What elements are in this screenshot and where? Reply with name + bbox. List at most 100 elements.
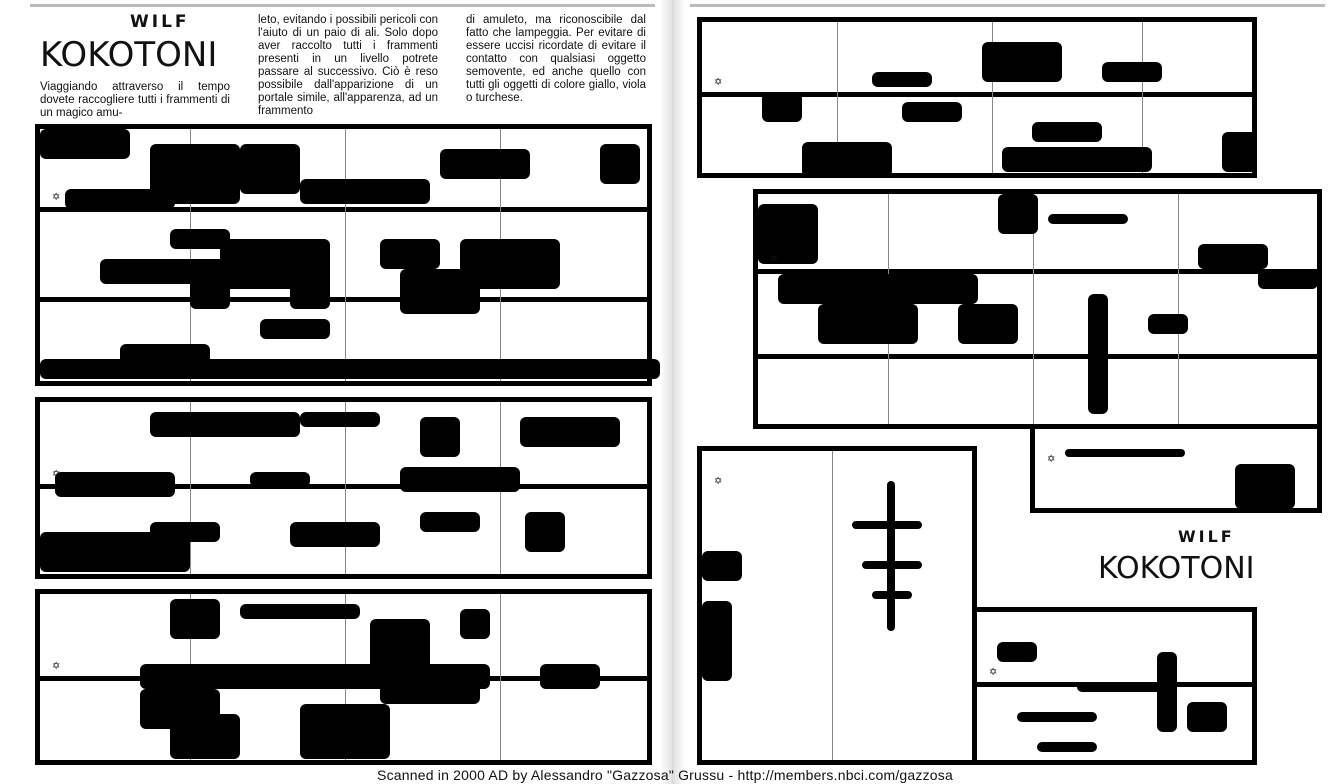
map-room-gridline	[345, 129, 346, 381]
title-wilf-left: WILF	[130, 12, 190, 32]
map-terrain-shape	[40, 359, 660, 379]
map-terrain-shape	[1102, 62, 1162, 82]
article-column-3: di amuleto, ma riconoscibile dal fatto c…	[466, 14, 646, 104]
map-terrain-shape	[872, 591, 912, 599]
map-terrain-shape	[290, 239, 330, 309]
map-terrain-shape	[818, 304, 918, 344]
map-terrain-shape	[400, 467, 520, 492]
map-room-gridline	[832, 451, 833, 760]
map-terrain-shape	[260, 319, 330, 339]
map-terrain-shape	[1148, 314, 1188, 334]
map-terrain-shape	[778, 274, 978, 304]
map-room-gridline	[1178, 194, 1179, 424]
map-floor-divider	[758, 354, 1317, 359]
map-terrain-shape	[702, 601, 732, 681]
map-floor-divider	[40, 297, 647, 302]
map-terrain-shape	[902, 102, 962, 122]
map-terrain-shape	[380, 239, 440, 269]
amulet-fragment-star-icon: ✡	[714, 476, 723, 487]
title-wilf-right: WILF	[1178, 527, 1235, 546]
map-terrain-shape	[440, 149, 530, 179]
map-room-gridline	[190, 129, 191, 381]
map-room-gridline	[992, 22, 993, 173]
map-panel-level-5: ✡	[753, 189, 1322, 429]
map-floor-divider	[758, 269, 1317, 274]
map-terrain-shape	[1002, 147, 1152, 172]
map-terrain-shape	[1088, 294, 1108, 414]
map-terrain-shape	[525, 512, 565, 552]
map-panel-level-4: ✡	[697, 17, 1257, 178]
title-kokotoni-right: KOKOTONI	[1098, 551, 1255, 586]
map-terrain-shape	[887, 481, 895, 631]
map-terrain-shape	[982, 42, 1062, 82]
map-room-gridline	[190, 402, 191, 574]
map-terrain-shape	[170, 714, 240, 759]
map-panel-level-2: ✡	[35, 397, 652, 579]
map-terrain-shape	[1235, 464, 1295, 509]
map-terrain-shape	[170, 599, 220, 639]
top-rule-right	[690, 4, 1325, 7]
map-terrain-shape	[290, 522, 380, 547]
map-terrain-shape	[758, 204, 818, 264]
map-room-gridline	[345, 402, 346, 574]
map-terrain-shape	[600, 144, 640, 184]
map-terrain-shape	[702, 551, 742, 581]
map-room-gridline	[837, 22, 838, 173]
map-terrain-shape	[998, 194, 1038, 234]
map-room-gridline	[1142, 22, 1143, 173]
top-rule-left	[30, 4, 655, 7]
amulet-fragment-star-icon: ✡	[52, 192, 61, 203]
map-terrain-shape	[240, 604, 360, 619]
map-terrain-shape	[400, 269, 480, 314]
amulet-fragment-star-icon: ✡	[1047, 454, 1056, 465]
amulet-fragment-star-icon: ✡	[770, 254, 779, 265]
map-terrain-shape	[420, 417, 460, 457]
map-terrain-shape	[240, 144, 300, 194]
map-terrain-shape	[40, 532, 190, 572]
map-terrain-shape	[1032, 122, 1102, 142]
amulet-fragment-star-icon: ✡	[52, 469, 61, 480]
map-floor-divider	[40, 484, 647, 489]
map-panel-level-3: ✡	[35, 589, 652, 765]
map-terrain-shape	[1258, 269, 1318, 289]
article-column-2: leto, evitando i possibili pericoli con …	[258, 14, 438, 117]
map-terrain-shape	[300, 179, 430, 204]
map-terrain-shape	[65, 189, 175, 209]
map-floor-divider	[40, 207, 647, 212]
scan-credit: Scanned in 2000 AD by Alessandro "Gazzos…	[377, 767, 953, 783]
map-terrain-shape	[997, 642, 1037, 662]
map-terrain-shape	[1198, 244, 1268, 269]
map-terrain-shape	[300, 412, 380, 427]
map-terrain-shape	[540, 664, 600, 689]
map-terrain-shape	[1048, 214, 1128, 224]
map-terrain-shape	[872, 72, 932, 87]
amulet-fragment-star-icon: ✡	[52, 661, 61, 672]
map-terrain-shape	[420, 512, 480, 532]
map-terrain-shape	[862, 561, 922, 569]
amulet-fragment-star-icon: ✡	[714, 77, 723, 88]
map-terrain-shape	[460, 609, 490, 639]
map-room-gridline	[1033, 194, 1034, 424]
map-terrain-shape	[1187, 702, 1227, 732]
map-terrain-shape	[1222, 132, 1257, 172]
map-terrain-shape	[170, 229, 230, 249]
map-terrain-shape	[802, 142, 892, 177]
map-terrain-shape	[520, 417, 620, 447]
map-panel-level-6-extension: ✡	[972, 607, 1257, 765]
map-terrain-shape	[150, 412, 300, 437]
map-terrain-shape	[40, 129, 130, 159]
map-panel-level-6: ✡	[697, 446, 977, 765]
article-column-1: Viaggiando attraverso il tempo dovete ra…	[40, 81, 230, 119]
map-terrain-shape	[55, 472, 175, 497]
title-kokotoni-left: KOKOTONI	[40, 35, 218, 75]
map-terrain-shape	[1017, 712, 1097, 722]
map-terrain-shape	[958, 304, 1018, 344]
page-gutter	[660, 0, 686, 784]
map-terrain-shape	[1157, 652, 1177, 732]
map-terrain-shape	[190, 279, 230, 309]
map-terrain-shape	[300, 704, 390, 759]
map-terrain-shape	[380, 674, 480, 704]
map-room-gridline	[500, 594, 501, 760]
map-terrain-shape	[250, 472, 310, 487]
map-terrain-shape	[1077, 682, 1177, 692]
